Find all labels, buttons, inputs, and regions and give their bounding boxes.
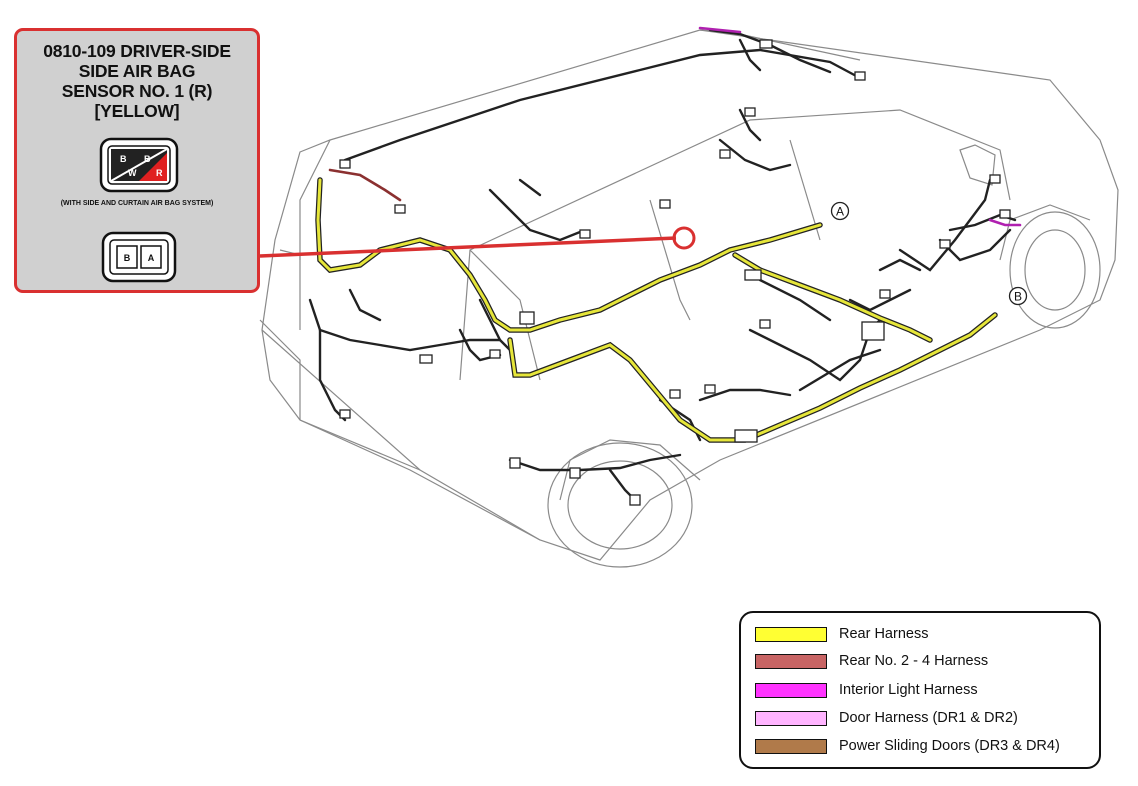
- legend-swatch: [755, 682, 827, 698]
- connector-4pin-icon: B W B R: [99, 137, 179, 193]
- legend-label: Rear Harness: [839, 626, 929, 642]
- legend-label: Interior Light Harness: [839, 682, 978, 698]
- svg-text:A: A: [148, 253, 155, 263]
- callout-title-line-3: SENSOR NO. 1 (R): [61, 81, 213, 101]
- legend-item-interior-light-harness: Interior Light Harness: [755, 681, 978, 699]
- legend-swatch: [755, 738, 827, 754]
- svg-text:B: B: [144, 154, 151, 164]
- dark-harness-wires: [308, 28, 1017, 502]
- marker-a: A: [830, 201, 850, 221]
- harness-connectors: [339, 39, 1011, 506]
- callout-title-line-4: [YELLOW]: [94, 101, 180, 121]
- marker-b: B: [1008, 286, 1028, 306]
- legend-swatch: [755, 710, 827, 726]
- svg-text:B: B: [124, 253, 131, 263]
- legend-swatch: [755, 653, 827, 669]
- legend-item-power-sliding-doors: Power Sliding Doors (DR3 & DR4): [755, 737, 1060, 755]
- vehicle-outline: [259, 29, 1119, 568]
- svg-text:W: W: [128, 168, 137, 178]
- interior-light-harness-wire: [698, 26, 1022, 227]
- callout-title: 0810-109 DRIVER-SIDE SIDE AIR BAG SENSOR…: [17, 41, 257, 121]
- legend-item-rear-no2-4-harness: Rear No. 2 - 4 Harness: [755, 652, 988, 670]
- legend-label: Door Harness (DR1 & DR2): [839, 710, 1018, 726]
- svg-text:R: R: [156, 168, 163, 178]
- rear-harness-wire: [315, 177, 998, 443]
- legend-item-rear-harness: Rear Harness: [755, 625, 928, 643]
- svg-text:A: A: [836, 205, 844, 219]
- legend-label: Power Sliding Doors (DR3 & DR4): [839, 738, 1060, 754]
- rear-no2-4-harness-wire: [328, 168, 402, 202]
- legend-item-door-harness: Door Harness (DR1 & DR2): [755, 709, 1018, 727]
- connector-2pin-icon: B A: [101, 231, 177, 283]
- svg-text:B: B: [120, 154, 127, 164]
- legend-swatch: [755, 626, 827, 642]
- callout-title-line-2: SIDE AIR BAG: [78, 61, 196, 81]
- callout-pointer-line: [259, 236, 677, 258]
- svg-text:B: B: [1014, 290, 1022, 304]
- callout-title-line-1: 0810-109 DRIVER-SIDE: [43, 41, 231, 61]
- callout-note: (WITH SIDE AND CURTAIN AIR BAG SYSTEM): [60, 200, 214, 207]
- harness-color-legend: Rear Harness Rear No. 2 - 4 Harness Inte…: [739, 611, 1101, 769]
- legend-label: Rear No. 2 - 4 Harness: [839, 653, 989, 669]
- sensor-callout-box: 0810-109 DRIVER-SIDE SIDE AIR BAG SENSOR…: [14, 28, 260, 293]
- sensor-location-marker: [672, 226, 696, 250]
